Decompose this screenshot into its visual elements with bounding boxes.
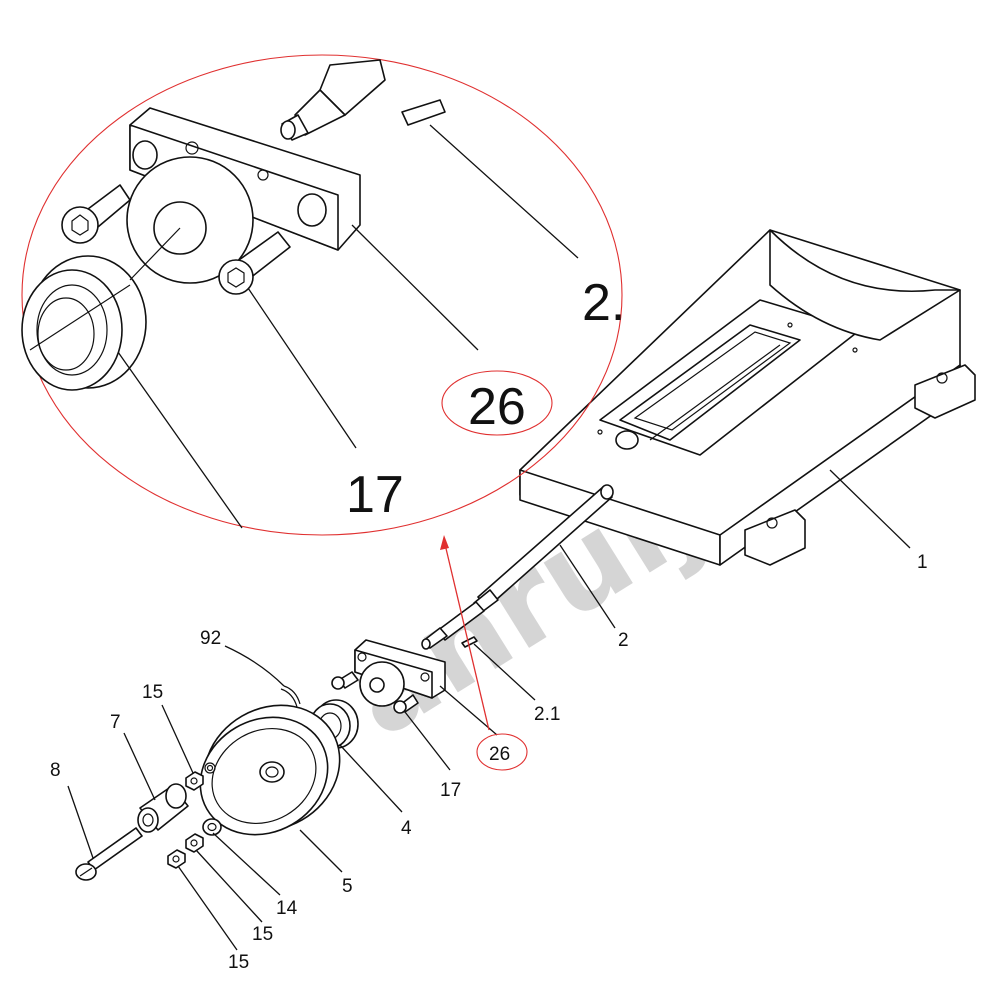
label-part-5: 5 (342, 876, 353, 897)
label-part-17: 17 (440, 780, 461, 801)
retaining-ring (280, 685, 301, 708)
label-part-7: 7 (110, 712, 121, 733)
screw-left (331, 671, 359, 690)
label-part-8: 8 (50, 760, 61, 781)
detail-label-part-2: 2. (582, 274, 625, 332)
nut-middle (185, 833, 204, 853)
label-part-2: 2 (618, 630, 629, 651)
nut-lower (167, 849, 186, 869)
detail-callout-labels: 2. 26 17 (346, 274, 625, 524)
key (461, 636, 478, 648)
handle-sleeve (137, 783, 189, 833)
shaft (421, 484, 614, 650)
detail-label-part-17: 17 (346, 466, 404, 524)
handle-screw (75, 827, 143, 881)
washer (202, 818, 222, 836)
detail-pointer-arrowhead (440, 535, 449, 550)
callout-26-circle (476, 733, 528, 771)
nut-upper (185, 771, 204, 791)
detail-label-part-26: 26 (468, 378, 526, 436)
detail-callout-26-circle (441, 370, 553, 436)
label-part-26: 26 (489, 744, 510, 765)
detail-highlight (21, 54, 623, 771)
label-part-1: 1 (917, 552, 928, 573)
leader-lines (67, 469, 911, 951)
detail-view (21, 59, 579, 529)
label-part-15-middle: 15 (252, 924, 273, 945)
bearing-block (354, 639, 446, 707)
label-part-4: 4 (401, 818, 412, 839)
detail-pointer-line (443, 539, 490, 731)
base-body (519, 229, 976, 566)
screw-right (393, 694, 419, 714)
detail-zoom-circle (21, 54, 623, 536)
callout-labels: 1 2 2.1 26 17 4 5 14 15 15 15 7 8 92 (50, 552, 928, 973)
label-part-2-1: 2.1 (534, 704, 560, 725)
label-part-15-upper: 15 (142, 682, 163, 703)
label-part-92: 92 (200, 628, 221, 649)
label-part-14: 14 (276, 898, 298, 919)
handwheel (199, 704, 341, 836)
label-part-15-lower: 15 (228, 952, 249, 973)
